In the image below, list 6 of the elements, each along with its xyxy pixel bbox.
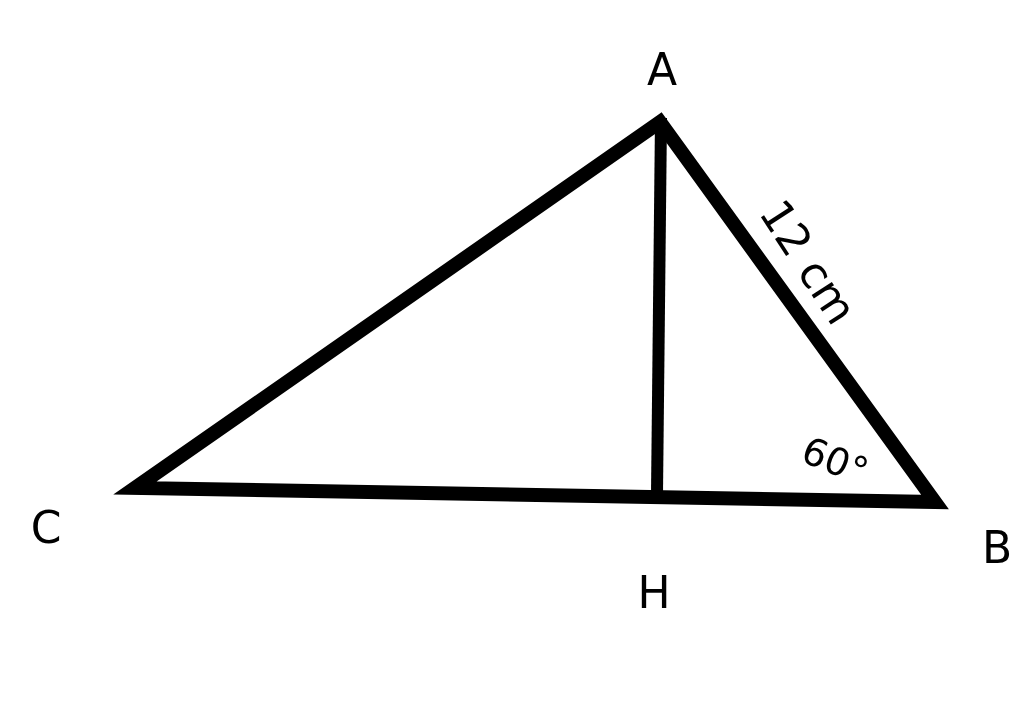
angle-label: 60° (796, 430, 874, 492)
vertex-label: B (981, 526, 1013, 570)
vertex-label: A (646, 48, 678, 92)
vertex-label: C (30, 506, 62, 550)
side-length-label: 12 cm (752, 192, 864, 332)
vertex-label: H (637, 571, 671, 615)
